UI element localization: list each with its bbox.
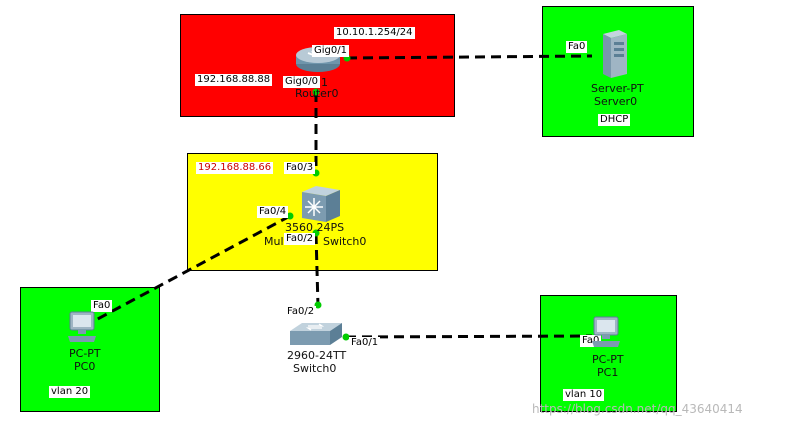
router-name: Router0 bbox=[295, 87, 339, 100]
link-end-dot bbox=[314, 301, 322, 309]
port-label-fa0-3: Fa0/3 bbox=[284, 162, 316, 174]
pc0-vlan: vlan 20 bbox=[49, 386, 91, 398]
multilayer-switch-icon[interactable] bbox=[300, 184, 342, 224]
mlswitch-ip: 192.168.88.66 bbox=[196, 162, 274, 174]
link-end-dot bbox=[286, 212, 294, 220]
router-port-number-fragment: 1 bbox=[321, 76, 328, 89]
pc0-model: PC-PT bbox=[69, 347, 101, 360]
pc-icon[interactable] bbox=[590, 315, 622, 349]
server-icon[interactable] bbox=[599, 30, 631, 80]
mlswitch-name-right: Switch0 bbox=[323, 235, 367, 248]
port-label-fa0-2-upper: Fa0/2 bbox=[284, 233, 316, 245]
mlswitch-name-left: Mul bbox=[264, 235, 284, 248]
router-ip-gig0-0: 192.168.88.88 bbox=[195, 74, 273, 86]
switch-name: Switch0 bbox=[293, 362, 337, 375]
watermark: https://blog.csdn.net/qq_43640414 bbox=[532, 402, 743, 416]
link-router-server bbox=[346, 54, 593, 60]
server-name: Server0 bbox=[594, 95, 638, 108]
pc1-zone bbox=[540, 295, 677, 412]
port-label-fa0-2-lower: Fa0/2 bbox=[285, 306, 317, 318]
mlswitch-model: 3560 24PS bbox=[285, 221, 345, 234]
router-ip-gig0-1: 10.10.1.254/24 bbox=[334, 27, 415, 39]
pc1-name: PC1 bbox=[597, 366, 619, 379]
pc1-vlan: vlan 10 bbox=[563, 389, 605, 401]
switch-model: 2960-24TT bbox=[287, 349, 347, 362]
link-mlswitch-pc0 bbox=[91, 214, 291, 324]
pc1-model: PC-PT bbox=[592, 353, 624, 366]
server-port-label: Fa0 bbox=[566, 41, 588, 53]
pc-icon[interactable] bbox=[66, 310, 98, 344]
pc0-name: PC0 bbox=[74, 360, 96, 373]
server-note: DHCP bbox=[598, 114, 631, 126]
link-end-dot bbox=[342, 333, 350, 341]
port-label-gig0-1: Gig0/1 bbox=[312, 45, 349, 57]
port-label-fa0-4: Fa0/4 bbox=[257, 206, 289, 218]
port-label-fa0-1: Fa0/1 bbox=[349, 337, 381, 349]
link-end-dot bbox=[312, 88, 320, 96]
port-label-gig0-0: Gig0/0 bbox=[283, 76, 320, 88]
switch-icon[interactable] bbox=[288, 321, 344, 347]
link-mlswitch-switch bbox=[314, 233, 320, 307]
server-model: Server-PT bbox=[591, 82, 644, 95]
pc0-port-label: Fa0 bbox=[91, 300, 113, 312]
link-switch-pc1 bbox=[345, 334, 593, 339]
